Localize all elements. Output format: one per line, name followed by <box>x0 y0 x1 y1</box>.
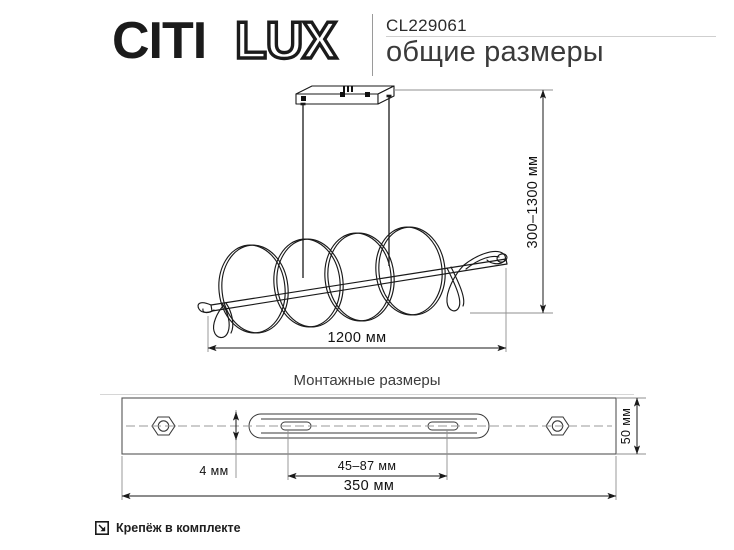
dimension-bracket-height: 50 мм <box>616 397 646 455</box>
logo-lux-text: LUX <box>235 14 337 70</box>
dimension-fixture-length-label: 1200 мм <box>327 330 386 346</box>
footer-note: Крепёж в комплекте <box>95 521 241 535</box>
dimension-slot-range-label: 45–87 мм <box>338 459 397 473</box>
mounting-section-title: Монтажные размеры <box>293 372 441 389</box>
logo-citi-text: CITI <box>112 14 206 70</box>
brand-logo: CITI LUX <box>112 10 362 75</box>
mounting-section-rule <box>100 394 634 395</box>
dimension-drop-height: 300–1300 мм <box>394 89 553 314</box>
dimension-drop-height-label: 300–1300 мм <box>525 156 541 249</box>
page-title: общие размеры <box>386 36 604 68</box>
mounting-bracket <box>121 397 617 455</box>
dimension-slot-range: 45–87 мм <box>287 430 448 480</box>
dimension-slot-offset: 4 мм <box>199 410 240 478</box>
spiral-led-fixture <box>197 226 508 339</box>
dimension-fixture-length: 1200 мм <box>207 268 507 352</box>
suspension-cables <box>300 94 392 278</box>
dimension-bracket-length: 350 мм <box>121 456 617 500</box>
dimension-bracket-height-label: 50 мм <box>619 408 633 445</box>
model-code: CL229061 <box>386 16 467 35</box>
download-box-icon <box>95 521 109 535</box>
dimension-slot-offset-label: 4 мм <box>199 464 228 478</box>
canopy-fixing-dots <box>301 86 370 101</box>
citilux-logo-svg: CITI LUX <box>112 10 340 71</box>
footer-note-label: Крепёж в комплекте <box>116 521 241 535</box>
dimension-bracket-length-label: 350 мм <box>344 478 395 494</box>
bracket-hex-nut-left <box>151 416 176 436</box>
header-divider-horizontal <box>386 36 716 37</box>
header-divider-vertical <box>372 14 373 76</box>
